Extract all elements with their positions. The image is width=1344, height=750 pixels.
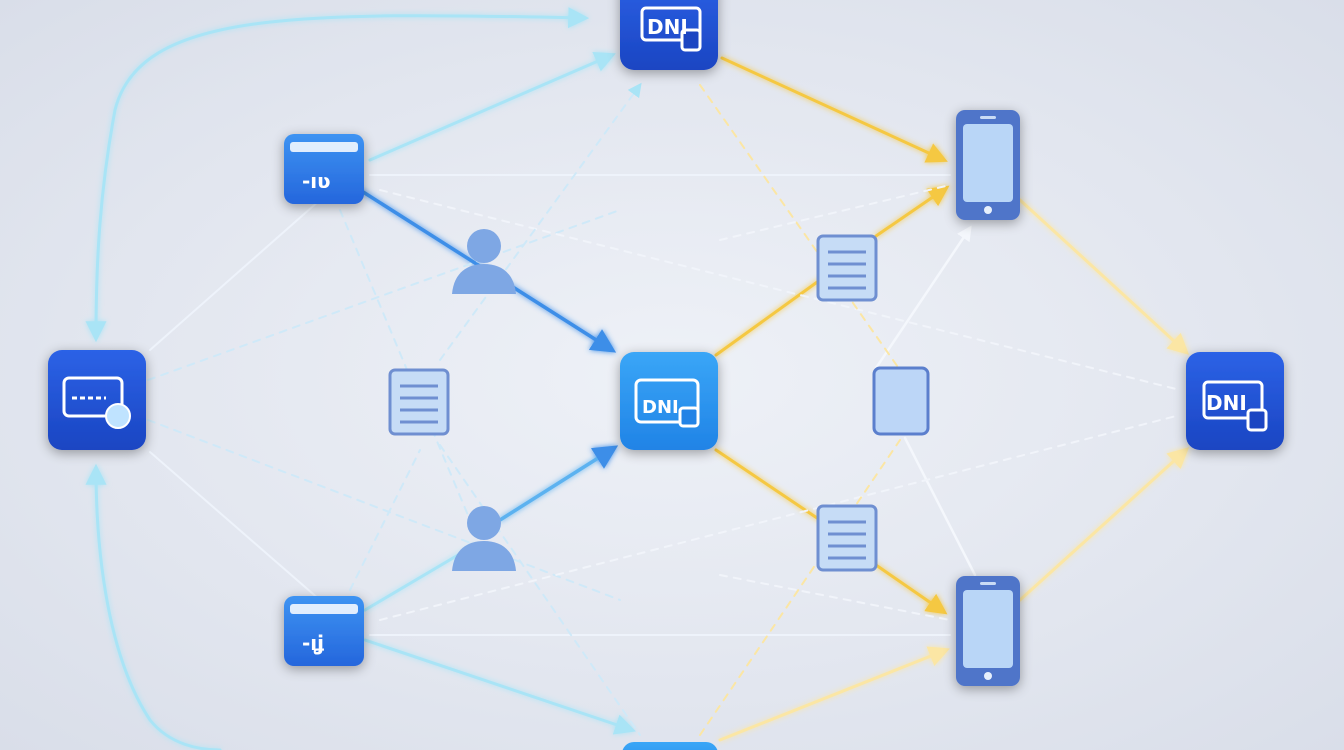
edge-tablet-to-phone-ur: [874, 225, 972, 370]
edge-dni-center-to-doc-lr: [714, 448, 822, 522]
edge-idcard-to-screen-ll: [149, 451, 321, 601]
edges: [85, 7, 1190, 750]
tablet-icon-center-right[interactable]: [872, 366, 930, 436]
dni-card-center[interactable]: DNI: [620, 352, 718, 450]
document-icon-lower-right[interactable]: [816, 504, 878, 572]
edge-dni-top-to-phone-ur: [720, 56, 948, 163]
dni-right-label: DNI: [1206, 391, 1247, 415]
edge-dni-center-to-doc-ur: [714, 278, 822, 357]
edge-dash-3: [379, 189, 1181, 391]
edge-dash-12: [349, 449, 421, 591]
edge-doc-ur-to-phone-ur: [874, 185, 950, 238]
edge-dash-2: [147, 419, 621, 601]
screen-upper-left-label: -ıʋ: [302, 169, 331, 193]
edge-dash-9: [699, 439, 901, 736]
dni-card-right[interactable]: DNI: [1186, 352, 1284, 450]
edge-user-lower-to-dni-center: [498, 445, 619, 522]
dni-card-bottom[interactable]: [622, 742, 718, 750]
document-icon-left[interactable]: [388, 368, 450, 436]
edge-dash-8: [699, 84, 901, 371]
edge-dash-5: [339, 209, 471, 521]
edge-phone-ur-to-dni-right: [1018, 198, 1190, 355]
edge-idcard-to-screen-ul: [149, 199, 321, 351]
edge-bottom-to-phone-lr: [718, 646, 950, 742]
edge-screen-ll-to-bottom: [363, 638, 636, 735]
edge-screen-ul-to-dni-top: [368, 52, 616, 162]
edge-top-to-left-curve: [85, 7, 590, 343]
edge-dash-4: [379, 414, 1181, 621]
dni-card-top[interactable]: DNI: [620, 0, 718, 70]
screen-card-lower-left[interactable]: -ıʝ: [284, 596, 364, 666]
edge-dash-10: [719, 184, 951, 241]
id-card-left[interactable]: [48, 350, 146, 450]
edge-dash-1: [147, 209, 621, 381]
edge-dash-11: [719, 574, 951, 621]
dni-center-label: DNI: [642, 397, 679, 418]
edge-doc-lr-to-phone-lr: [874, 563, 948, 615]
phone-icon-lower-right[interactable]: [956, 576, 1020, 686]
phone-icon-upper-right[interactable]: [956, 110, 1020, 220]
document-icon-upper-right[interactable]: [816, 234, 878, 302]
user-icon-upper[interactable]: [452, 229, 516, 294]
edge-tablet-to-phone-lr: [903, 436, 977, 577]
edge-left-to-bottom-curve: [85, 463, 222, 750]
edge-dash-6: [439, 82, 642, 361]
screen-card-upper-left[interactable]: -ıʋ: [284, 134, 364, 204]
screen-lower-left-label: -ıʝ: [302, 631, 324, 655]
dni-top-label: DNI: [647, 15, 688, 39]
edge-dash-7: [439, 444, 641, 736]
edge-phone-lr-to-dni-right: [1018, 447, 1190, 602]
user-icon-lower[interactable]: [452, 506, 516, 571]
